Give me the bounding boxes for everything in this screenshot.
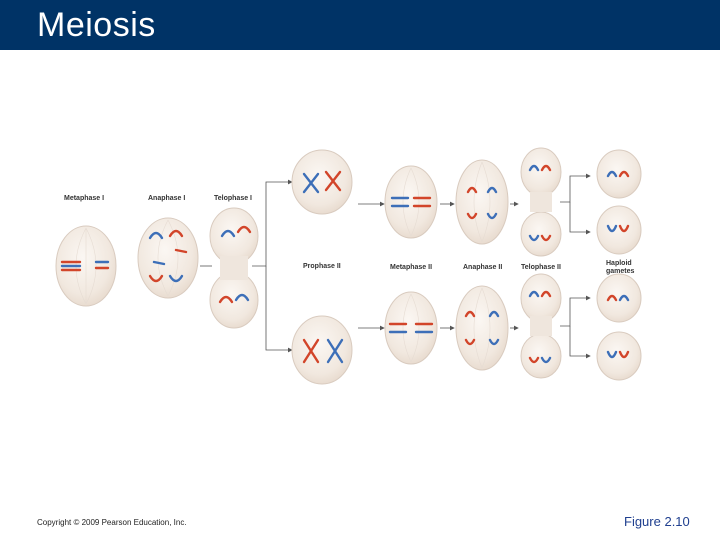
label-anaphase-2: Anaphase II — [463, 264, 502, 271]
label-haploid: Haploid — [606, 260, 632, 267]
label-telophase-2: Telophase II — [521, 264, 561, 271]
label-prophase-2: Prophase II — [303, 263, 341, 270]
cell-anaphase-2-bottom — [455, 285, 509, 371]
label-telophase-1: Telophase I — [214, 195, 252, 202]
label-metaphase-1: Metaphase I — [64, 195, 104, 202]
cell-metaphase-2-top — [384, 165, 438, 239]
arrows-telophase-1 — [200, 179, 293, 353]
gamete-2 — [596, 205, 642, 255]
cell-telophase-2-bottom — [520, 273, 562, 379]
cell-prophase-2-bottom — [291, 315, 353, 385]
cell-telophase-1 — [209, 207, 259, 329]
cell-anaphase-1 — [137, 217, 199, 299]
label-metaphase-2: Metaphase II — [390, 264, 432, 271]
cell-metaphase-2-bottom — [384, 291, 438, 365]
slide-title: Meiosis — [37, 6, 156, 44]
gamete-1 — [596, 149, 642, 199]
label-anaphase-1: Anaphase I — [148, 195, 185, 202]
gamete-3 — [596, 273, 642, 323]
cell-metaphase-1 — [55, 225, 117, 307]
label-gametes: gametes — [606, 268, 635, 275]
copyright-notice: Copyright © 2009 Pearson Education, Inc. — [37, 518, 187, 527]
title-bar: Meiosis — [0, 0, 720, 50]
arrows-to-gametes — [560, 173, 591, 359]
cell-anaphase-2-top — [455, 159, 509, 245]
figure-reference: Figure 2.10 — [624, 514, 690, 529]
gamete-4 — [596, 331, 642, 381]
cell-telophase-2-top — [520, 147, 562, 257]
cell-prophase-2-top — [291, 149, 353, 215]
